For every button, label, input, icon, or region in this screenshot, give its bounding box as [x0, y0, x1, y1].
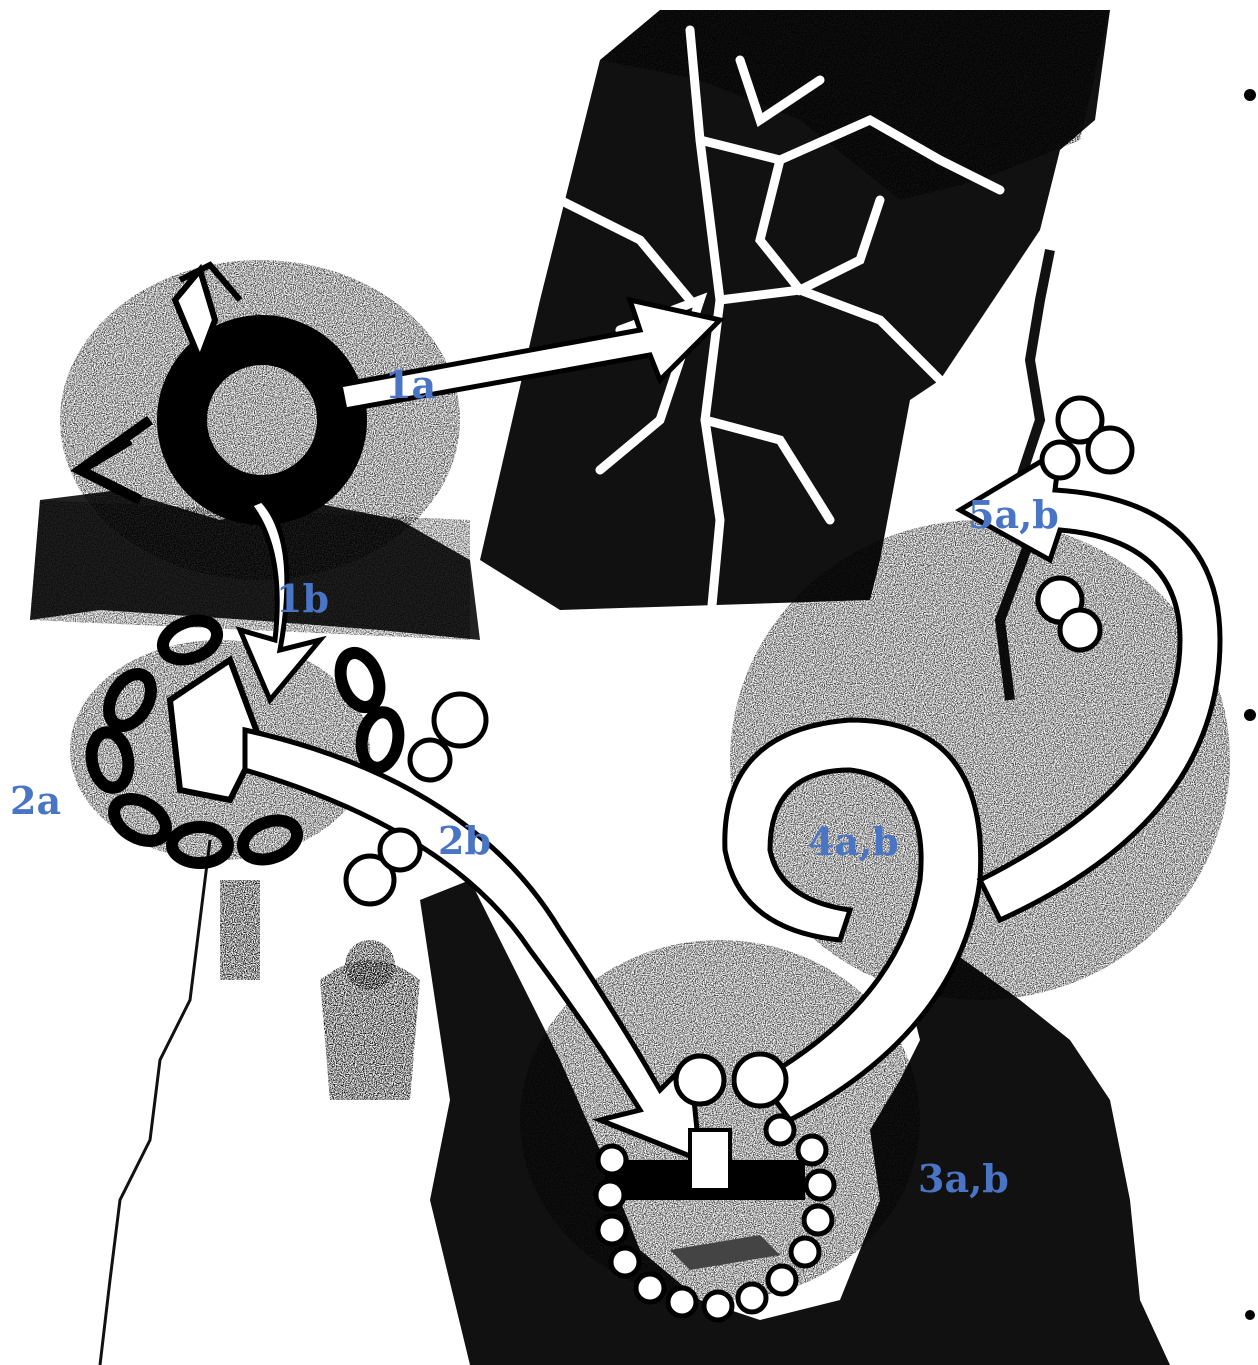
- figurines: [220, 880, 420, 1100]
- label-2b: 2b: [438, 822, 491, 860]
- left-crack: [100, 840, 210, 1365]
- label-1b: 1b: [276, 580, 329, 618]
- label-1a: 1a: [385, 366, 436, 404]
- margin-marks: [1244, 89, 1256, 1320]
- label-4ab: 4a,b: [808, 823, 899, 861]
- label-5ab: 5a,b: [968, 496, 1059, 534]
- label-3ab: 3a,b: [918, 1160, 1009, 1198]
- label-2a: 2a: [10, 782, 61, 820]
